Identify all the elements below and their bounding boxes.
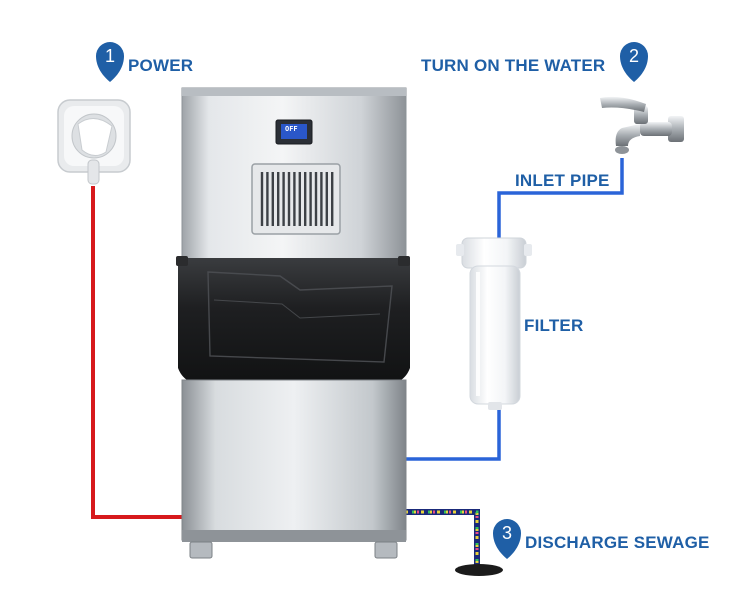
water-tap-icon: [600, 96, 684, 154]
right-foot: [374, 541, 398, 559]
discharge-sewage-label: DISCHARGE SEWAGE: [525, 533, 710, 552]
filter-outlet-pipe: [405, 408, 501, 461]
display-text: OFF: [285, 125, 298, 133]
turn-on-water-label: TURN ON THE WATER: [421, 56, 606, 75]
vent-grille: [251, 163, 341, 235]
step-2-number: 2: [629, 46, 639, 66]
inlet-pipe-label: INLET PIPE: [515, 171, 610, 190]
power-cable: [91, 186, 182, 519]
step-2-pin-icon: 2: [620, 42, 648, 82]
drain-pipe: [405, 509, 480, 568]
ice-bin-door: [178, 258, 410, 384]
wall-socket-icon: [57, 99, 131, 185]
water-filter-icon: [456, 237, 532, 410]
power-label: POWER: [128, 56, 194, 75]
inlet-pipe: [497, 158, 624, 238]
filter-label: FILTER: [524, 316, 584, 335]
step-1-number: 1: [105, 46, 115, 66]
ice-machine: OFF: [176, 87, 410, 559]
step-3-number: 3: [502, 523, 512, 543]
floor-drain: [455, 564, 503, 576]
left-foot: [189, 541, 213, 559]
step-3-pin-icon: 3: [493, 519, 521, 559]
step-1-pin-icon: 1: [96, 42, 124, 82]
